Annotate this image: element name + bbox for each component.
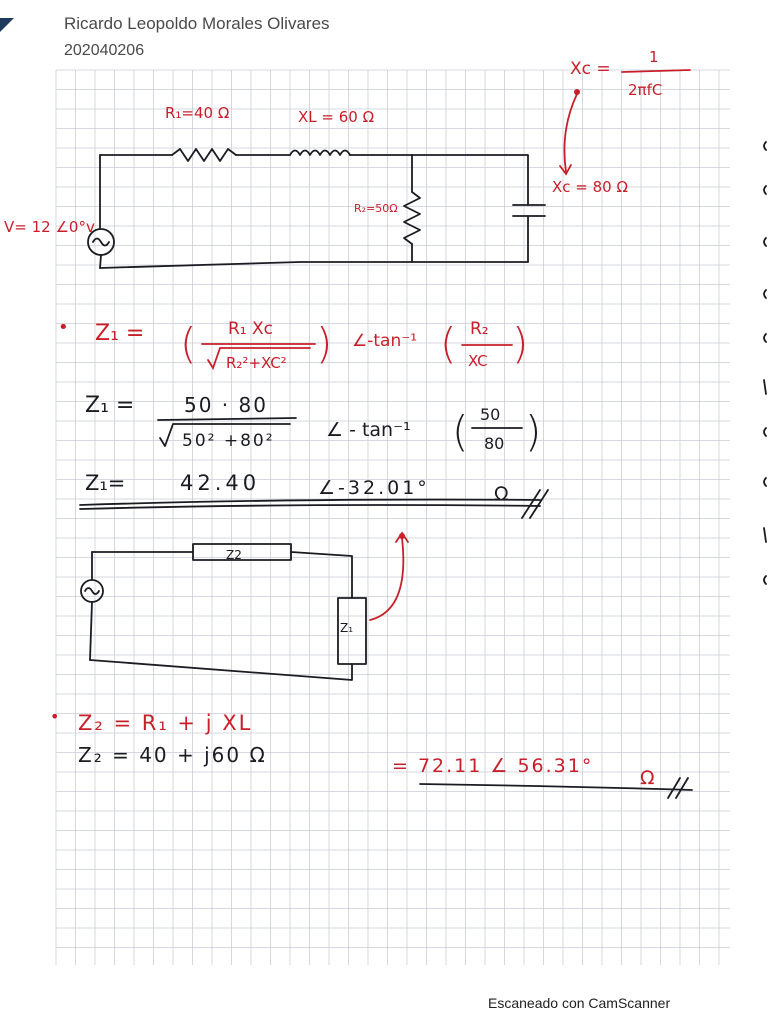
- z1-back-arrow: [369, 537, 405, 621]
- z1-angle: ∠-tan⁻¹: [352, 331, 417, 351]
- xc-formula-lhs: Xc =: [570, 59, 611, 79]
- z1-substitution-numerator: 50 · 80: [184, 393, 268, 417]
- z2-result: = 72.11 ∠ 56.31°: [392, 755, 593, 777]
- z1-box-label: Z₁: [340, 621, 353, 635]
- z2-definition: Z₂ = R₁ + j XL: [78, 711, 252, 735]
- facing-page-edge: [763, 141, 767, 585]
- source-label: V= 12 ∠0°v: [4, 218, 95, 236]
- z1-result-angle: ∠-32.01°: [318, 477, 430, 499]
- svg-text:): ): [316, 319, 332, 368]
- z1-result-magnitude: 42.40: [180, 471, 260, 495]
- z1-lhs: Z₁ =: [95, 321, 144, 346]
- scanner-watermark: Escaneado con CamScanner: [488, 995, 671, 1011]
- resistor-r1-symbol: [171, 148, 237, 162]
- svg-text:(: (: [452, 407, 468, 456]
- xl-label: XL = 60 Ω: [298, 108, 374, 126]
- z1-result-lhs: Z₁=: [85, 471, 125, 495]
- z1-substitution-denominator: 50² +80²: [182, 431, 275, 451]
- svg-text:XC: XC: [468, 352, 488, 370]
- z2-substitution: Z₂ = 40 + j60 Ω: [78, 743, 267, 767]
- xc-formula-denominator: 2πfC: [628, 81, 662, 99]
- inductor-symbol: [289, 149, 351, 156]
- xc-label: Xc = 80 Ω: [552, 178, 628, 196]
- svg-text:): ): [512, 319, 528, 368]
- z1-denominator: R₂²+XC²: [226, 354, 287, 372]
- svg-text:R₂: R₂: [470, 319, 489, 339]
- r1-label: R₁=40 Ω: [165, 104, 229, 122]
- svg-text:): ): [525, 407, 541, 456]
- xc-arrow: [563, 93, 578, 173]
- svg-text:•: •: [50, 707, 59, 726]
- svg-text:(: (: [180, 319, 196, 368]
- corner-mark: [0, 18, 14, 32]
- svg-text:50: 50: [480, 405, 500, 424]
- step-2-equations: • Z₂ = R₁ + j XL Z₂ = 40 + j60 Ω = 72.11…: [50, 707, 693, 799]
- svg-text:Ω: Ω: [494, 483, 509, 505]
- circuit-1: R₁=40 Ω XL = 60 Ω R₂=50Ω Xc = 80 Ω V= 12…: [4, 48, 691, 269]
- author-name: Ricardo Leopoldo Morales Olivares: [64, 14, 330, 33]
- r2-label: R₂=50Ω: [354, 202, 398, 215]
- xc-formula-numerator: 1: [649, 48, 659, 66]
- circuit-2: Z2 Z₁: [80, 531, 409, 681]
- z1-substitution-lhs: Z₁ =: [85, 393, 134, 418]
- student-id: 202040206: [64, 42, 145, 59]
- z2-box-label: Z2: [226, 548, 242, 562]
- z1-numerator: R₁ Xc: [228, 319, 273, 339]
- graph-paper-grid: [55, 69, 730, 965]
- step-1-equations: • Z₁ = ( R₁ Xc R₂²+XC² ) ∠-tan⁻¹ ( R₂ XC…: [58, 317, 549, 519]
- svg-text:•: •: [58, 317, 69, 338]
- svg-text:80: 80: [484, 434, 504, 453]
- resistor-r2-symbol: [403, 191, 421, 245]
- svg-text:(: (: [440, 319, 456, 368]
- svg-text:Ω: Ω: [640, 767, 655, 789]
- svg-text:∠ - tan⁻¹: ∠ - tan⁻¹: [326, 419, 411, 441]
